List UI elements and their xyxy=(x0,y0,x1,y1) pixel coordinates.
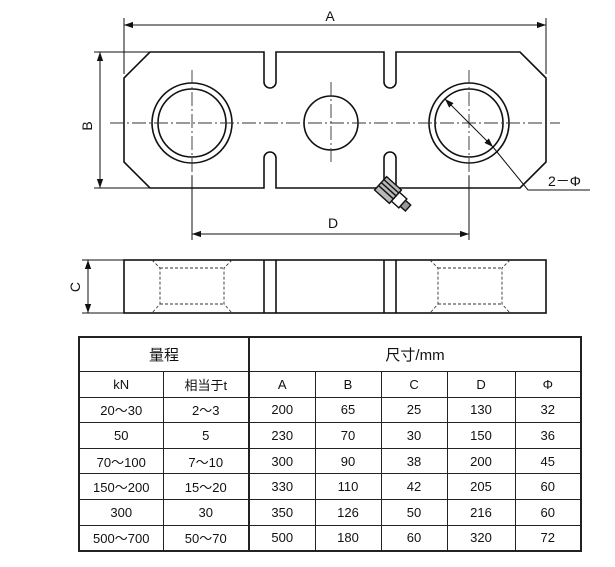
dimension-d-label: D xyxy=(328,215,338,231)
table-cell: 90 xyxy=(314,447,382,475)
table-cell: 330 xyxy=(248,473,316,500)
table-cell: 20～30 xyxy=(78,396,164,424)
table-cell: 150～200 xyxy=(78,473,164,500)
dimension-c xyxy=(82,259,124,314)
column-header: Φ xyxy=(514,371,582,398)
spec-table: 量程 尺寸/mm kN 相当于t A B C D Φ 20～30 2～3 200… xyxy=(78,336,583,553)
table-cell: 200 xyxy=(446,447,516,475)
table-cell: 30 xyxy=(162,498,250,526)
table-cell: 30 xyxy=(380,422,448,449)
table-cell: 126 xyxy=(314,498,382,526)
table-column-header: kN 相当于t A B C D Φ xyxy=(78,371,582,398)
table-cell: 7～10 xyxy=(162,447,250,475)
table-cell: 300 xyxy=(78,498,164,526)
table-cell: 45 xyxy=(514,447,582,475)
cable-connector xyxy=(373,175,412,213)
table-cell: 350 xyxy=(248,498,316,526)
table-row: 50 5 230 70 30 150 36 xyxy=(78,422,582,449)
dimension-d xyxy=(191,176,470,240)
table-cell: 36 xyxy=(514,422,582,449)
side-view xyxy=(123,259,547,314)
dimension-a xyxy=(123,18,547,74)
dimension-phi-label: 2－Φ xyxy=(548,173,581,189)
table-cell: 130 xyxy=(446,396,516,424)
table-cell: 60 xyxy=(380,524,448,552)
table-cell: 50 xyxy=(380,498,448,526)
column-header: C xyxy=(380,371,448,398)
table-row: 70～100 7～10 300 90 38 200 45 xyxy=(78,447,582,475)
table-cell: 70 xyxy=(314,422,382,449)
range-group-header: 量程 xyxy=(78,336,250,372)
column-header: 相当于t xyxy=(162,371,250,398)
table-cell: 70～100 xyxy=(78,447,164,475)
table-cell: 180 xyxy=(314,524,382,552)
table-cell: 38 xyxy=(380,447,448,475)
dimension-c-label: C xyxy=(67,282,83,292)
dimension-a-label: A xyxy=(325,8,335,24)
load-cell-drawing: A B D 2－Φ C xyxy=(67,8,590,314)
table-cell: 200 xyxy=(248,396,316,424)
table-cell: 150 xyxy=(446,422,516,449)
dimension-b xyxy=(94,51,150,189)
table-cell: 65 xyxy=(314,396,382,424)
table-cell: 500 xyxy=(248,524,316,552)
table-cell: 300 xyxy=(248,447,316,475)
table-cell: 320 xyxy=(446,524,516,552)
table-cell: 60 xyxy=(514,498,582,526)
table-row: 500～700 50～70 500 180 60 320 72 xyxy=(78,524,582,552)
table-cell: 5 xyxy=(162,422,250,449)
table-cell: 205 xyxy=(446,473,516,500)
table-cell: 25 xyxy=(380,396,448,424)
size-group-header: 尺寸/mm xyxy=(248,336,582,372)
side-view-hidden-bores xyxy=(151,259,511,314)
table-cell: 15～20 xyxy=(162,473,250,500)
column-header: A xyxy=(248,371,316,398)
table-cell: 110 xyxy=(314,473,382,500)
table-cell: 50～70 xyxy=(162,524,250,552)
dimension-b-label: B xyxy=(79,121,95,130)
column-header: kN xyxy=(78,371,164,398)
table-row: 20～30 2～3 200 65 25 130 32 xyxy=(78,396,582,424)
table-row: 300 30 350 126 50 216 60 xyxy=(78,498,582,526)
column-header: B xyxy=(314,371,382,398)
table-cell: 60 xyxy=(514,473,582,500)
table-cell: 216 xyxy=(446,498,516,526)
table-cell: 50 xyxy=(78,422,164,449)
top-view xyxy=(123,51,547,189)
table-group-header: 量程 尺寸/mm xyxy=(78,336,582,372)
table-row: 150～200 15～20 330 110 42 205 60 xyxy=(78,473,582,500)
table-cell: 230 xyxy=(248,422,316,449)
dimension-phi xyxy=(444,98,590,191)
table-cell: 2～3 xyxy=(162,396,250,424)
top-view-outline xyxy=(123,51,547,189)
table-cell: 42 xyxy=(380,473,448,500)
side-view-outline xyxy=(123,259,547,314)
table-cell: 72 xyxy=(514,524,582,552)
table-cell: 32 xyxy=(514,396,582,424)
table-cell: 500～700 xyxy=(78,524,164,552)
column-header: D xyxy=(446,371,516,398)
